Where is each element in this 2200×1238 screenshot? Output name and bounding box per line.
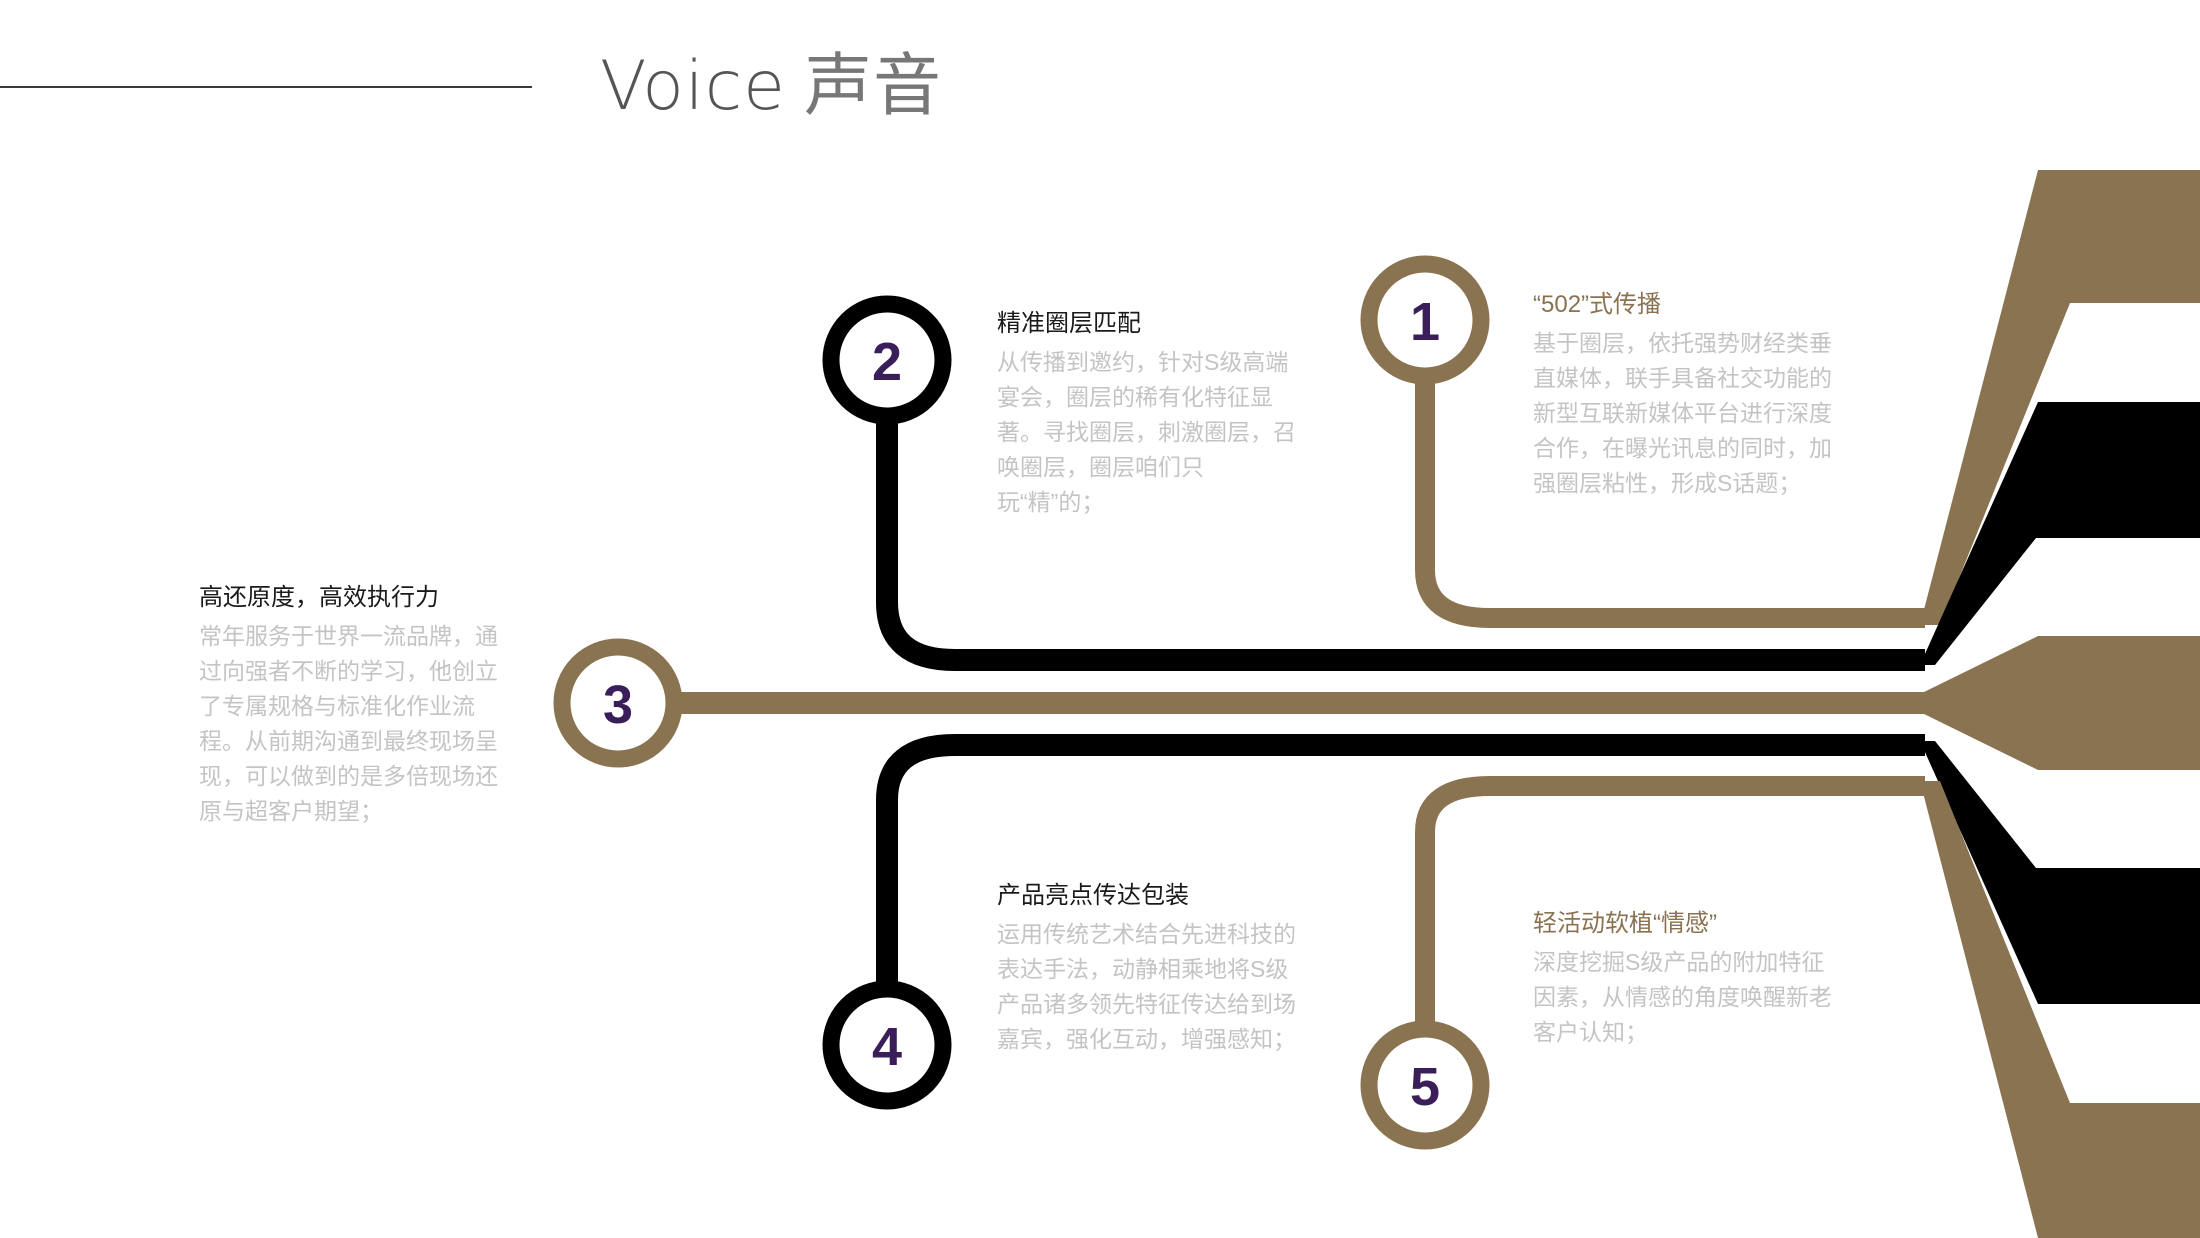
node-5-text: 轻活动软植“情感” 深度挖掘S级产品的附加特征因素，从情感的角度唤醒新老客户认知… <box>1533 909 1843 1050</box>
node-4-body: 运用传统艺术结合先进科技的表达手法，动静相乘地将S级产品诸多领先特征传达给到场嘉… <box>997 921 1296 1052</box>
node-5-body: 深度挖掘S级产品的附加特征因素，从情感的角度唤醒新老客户认知； <box>1533 949 1832 1045</box>
node-3-body: 常年服务于世界一流品牌，通过向强者不断的学习，他创立了专属规格与标准化作业流程。… <box>199 623 498 824</box>
node-2-number: 2 <box>872 332 902 392</box>
node-4-text: 产品亮点传达包装 运用传统艺术结合先进科技的表达手法，动静相乘地将S级产品诸多领… <box>997 881 1307 1057</box>
stripe-black-top <box>1920 402 2200 665</box>
node-3: 3 <box>553 638 683 768</box>
node-4-title: 产品亮点传达包装 <box>997 882 1189 909</box>
page-title-en: Voice <box>600 47 786 126</box>
connector-1 <box>1415 330 1925 628</box>
node-5-number: 5 <box>1410 1057 1440 1117</box>
connector-2 <box>876 405 1925 671</box>
node-1-number: 1 <box>1410 292 1440 352</box>
stripe-gold-center <box>1920 636 2200 770</box>
connector-5 <box>1415 776 1925 1040</box>
node-4-number: 4 <box>872 1017 902 1077</box>
connector-4 <box>876 734 1925 988</box>
node-4: 4 <box>822 980 952 1110</box>
node-5: 5 <box>1360 1020 1490 1150</box>
header-rule <box>0 86 532 88</box>
node-3-number: 3 <box>603 675 633 735</box>
node-2-text: 精准圈层匹配 从传播到邀约，针对S级高端宴会，圈层的稀有化特征显著。寻找圈层，刺… <box>997 309 1307 520</box>
node-1-text: “502”式传播 基于圈层，依托强势财经类垂直媒体，联手具备社交功能的新型互联新… <box>1533 290 1843 501</box>
node-3-text: 高还原度，高效执行力 常年服务于世界一流品牌，通过向强者不断的学习，他创立了专属… <box>199 583 499 829</box>
stripe-gold-top <box>1920 170 2200 625</box>
node-5-title: 轻活动软植“情感” <box>1533 910 1717 937</box>
node-1-title: “502”式传播 <box>1533 291 1662 318</box>
node-2-title: 精准圈层匹配 <box>997 310 1141 337</box>
stripe-black-bottom <box>1920 741 2200 1004</box>
stripe-gold-bottom <box>1920 781 2200 1238</box>
node-3-title: 高还原度，高效执行力 <box>199 584 439 611</box>
node-1: 1 <box>1360 255 1490 385</box>
node-2-body: 从传播到邀约，针对S级高端宴会，圈层的稀有化特征显著。寻找圈层，刺激圈层，召唤圈… <box>997 349 1296 515</box>
node-1-body: 基于圈层，依托强势财经类垂直媒体，联手具备社交功能的新型互联新媒体平台进行深度合… <box>1533 330 1832 496</box>
page-title-cn: 声音 <box>803 47 942 126</box>
node-2: 2 <box>822 295 952 425</box>
